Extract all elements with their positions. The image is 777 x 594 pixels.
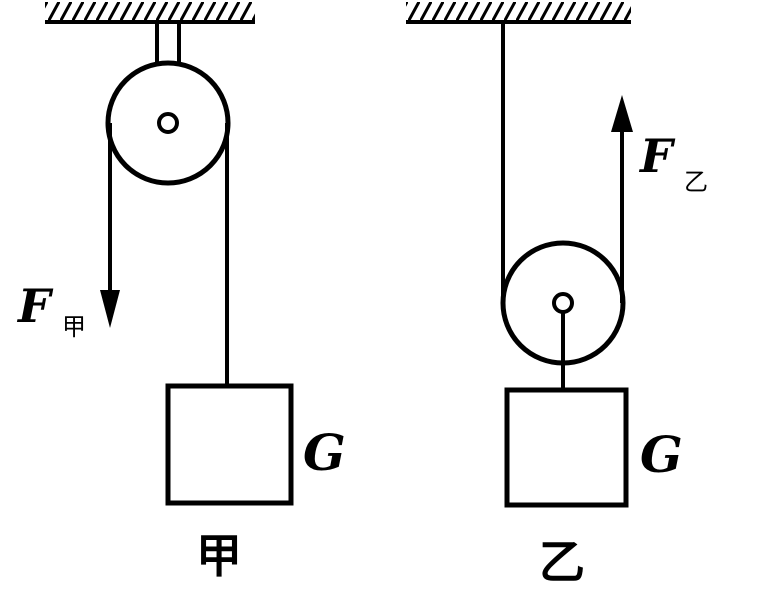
force-label-left: F [16, 279, 54, 333]
force-arrow-up-head [611, 95, 633, 132]
ceiling-left [45, 2, 255, 24]
movable-pulley-axle [552, 292, 574, 314]
fixed-pulley-axle [157, 112, 179, 134]
fixed-pulley-setup: F 甲 G 甲 [16, 2, 346, 583]
caption-left: 甲 [196, 529, 242, 583]
force-subscript-left: 甲 [62, 313, 86, 341]
weight-label-left: G [303, 423, 346, 482]
weight-block-right [504, 387, 629, 508]
force-subscript-right: 乙 [684, 168, 708, 196]
weight-block-left [165, 383, 294, 506]
ceiling-right [406, 2, 631, 24]
caption-right: 乙 [539, 535, 585, 589]
force-label-right: F [638, 129, 676, 183]
weight-label-right: G [640, 425, 683, 484]
force-arrow-down-head [100, 290, 120, 328]
movable-pulley-setup: F 乙 G 乙 [406, 2, 708, 589]
